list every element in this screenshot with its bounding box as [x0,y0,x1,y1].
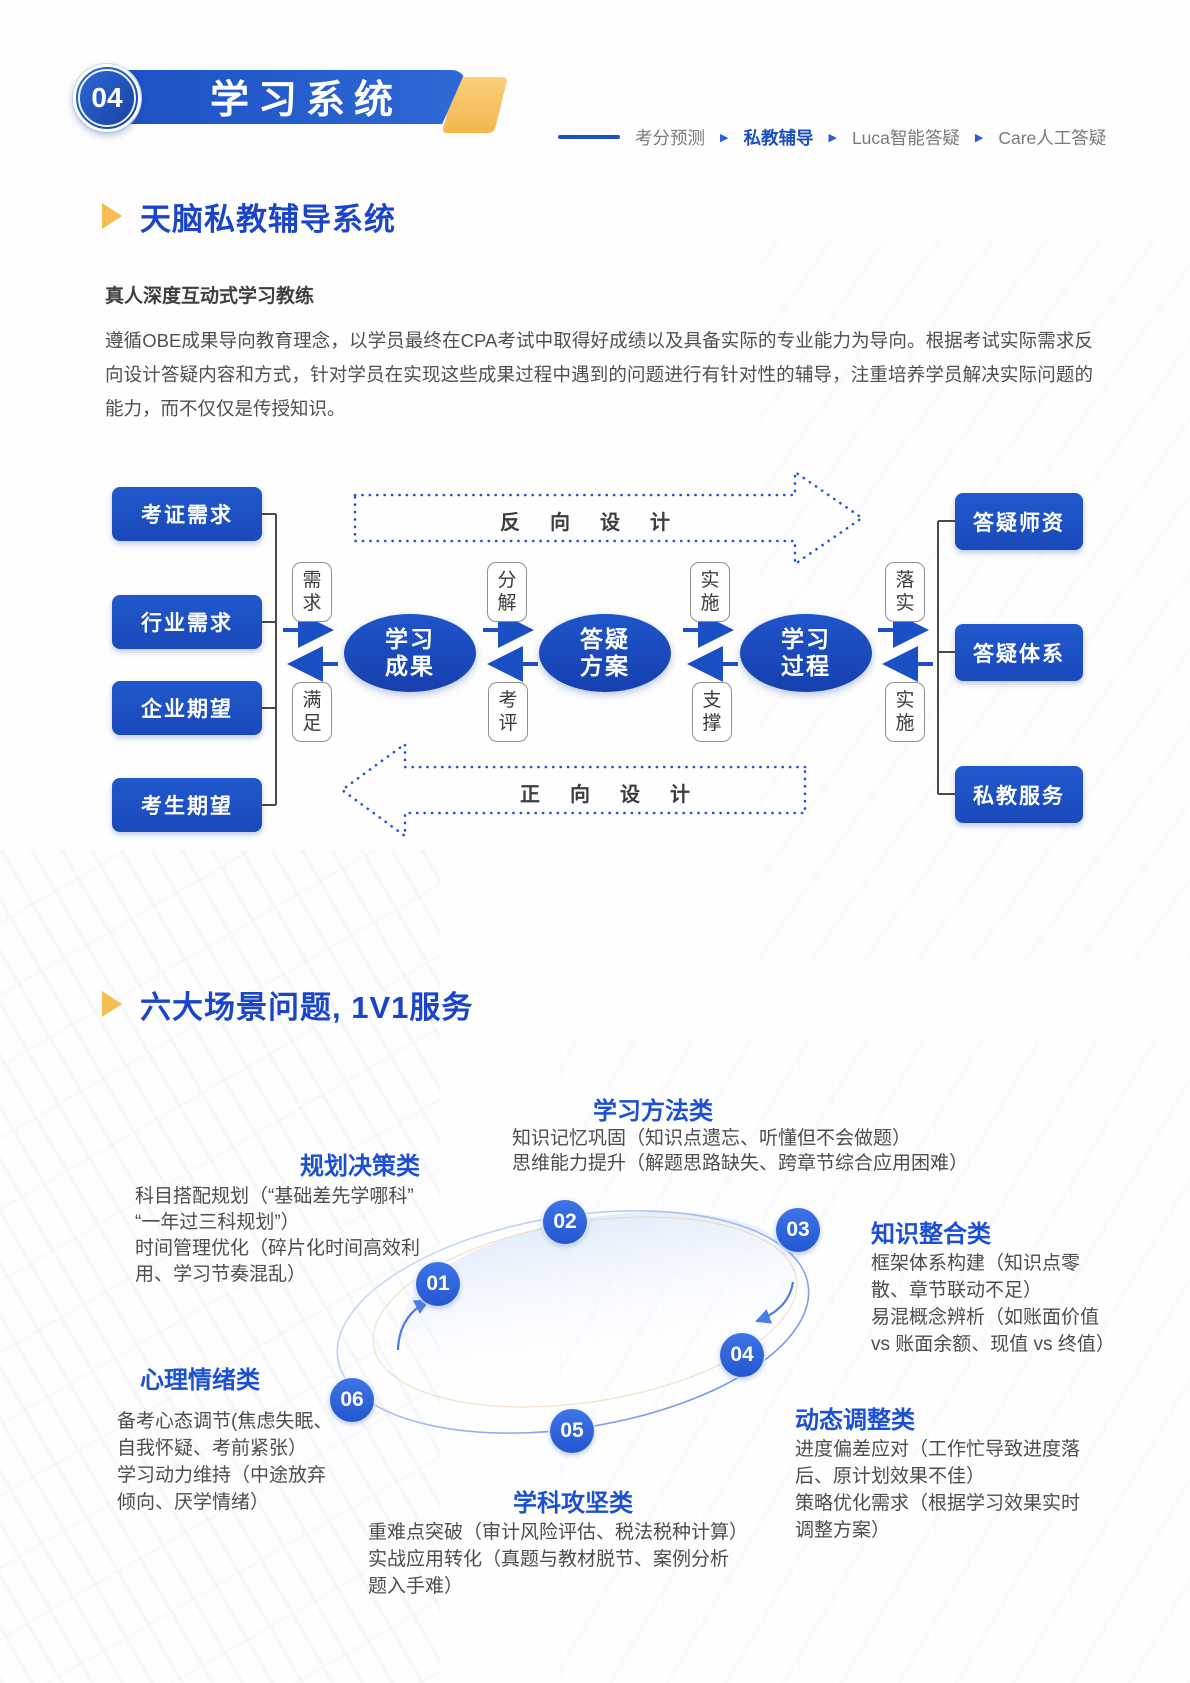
flow-label-decompose: 分解 [487,562,527,622]
flow-label-carry-out: 落实 [885,562,925,622]
breadcrumb-line [558,135,620,139]
category-name-psychology-emotion: 心理情绪类 [140,1367,260,1394]
flow-right-box-qa-teachers: 答疑师资 [955,493,1083,550]
scene-number-03: 03 [776,1208,820,1252]
flow-label-satisfy: 满足 [292,682,332,742]
flow-forward-design-label: 正向设计 [520,784,720,806]
breadcrumb: 考分预测 ▶ 私教辅导 ▶ Luca智能答疑 ▶ Care人工答疑 [558,122,1106,152]
category-name-study-methods: 学习方法类 [593,1098,713,1125]
breadcrumb-item-care-qa[interactable]: Care人工答疑 [998,127,1107,148]
page-title: 学习系统 [209,79,402,122]
category-desc-dynamic-adjustment: 进度偏差应对（工作忙导致进度落 后、原计划效果不佳） 策略优化需求（根据学习效果… [795,1439,1081,1541]
category-desc-psychology-emotion: 备考心态调节(焦虑失眠、 自我怀疑、考前紧张） 学习动力维持（中途放弃 倾向、厌… [117,1411,333,1513]
category-desc-subject-breakthrough: 重难点突破（审计风险评估、税法税种计算） 实战应用转化（真题与教材脱节、案例分析… [368,1522,749,1597]
scene-number-02: 02 [543,1200,587,1244]
category-desc-planning-decision: 科目搭配规划（“基础差先学哪科” “一年过三科规划”） 时间管理优化（碎片化时间… [135,1186,421,1285]
section1-paragraph: 遵循OBE成果导向教育理念，以学员最终在CPA考试中取得好成绩以及具备实际的专业… [105,330,1093,419]
breadcrumb-item-luca-qa[interactable]: Luca智能答疑 [851,127,960,148]
section-number: 04 [78,69,136,127]
chevron-right-icon: ▶ [974,131,984,144]
section1-arrow-icon [102,203,122,229]
flow-label-need: 需求 [292,562,332,622]
flow-oval-learning-outcome: 学习 成果 [344,614,476,692]
flow-left-box-enterprise-expectation: 企业期望 [112,681,262,735]
chevron-right-icon: ▶ [828,131,837,144]
flow-label-execute: 实施 [885,682,925,742]
scene-number-05: 05 [550,1409,594,1453]
category-desc-study-methods: 知识记忆巩固（知识点遗忘、听懂但不会做题） 思维能力提升（解题思路缺失、跨章节综… [512,1128,969,1174]
section1-subtitle: 真人深度互动式学习教练 [105,286,315,307]
flow-reverse-design-label: 反向设计 [500,512,700,534]
flow-left-box-certification-need: 考证需求 [112,487,262,541]
scene-number-06: 06 [330,1378,374,1422]
section2-arrow-icon [102,991,122,1017]
scene-number-04: 04 [720,1333,764,1377]
flow-right-box-private-service: 私教服务 [955,766,1083,823]
flow-label-assess: 考评 [488,682,528,742]
chevron-right-icon: ▶ [720,131,729,144]
category-name-dynamic-adjustment: 动态调整类 [795,1407,915,1434]
breadcrumb-item-score-forecast[interactable]: 考分预测 [635,127,705,148]
flow-left-box-industry-need: 行业需求 [112,595,262,649]
flow-right-box-qa-system: 答疑体系 [955,624,1083,681]
scene-number-01: 01 [416,1262,460,1306]
flow-oval-learning-process: 学习 过程 [740,614,872,692]
category-desc-knowledge-integration: 框架体系构建（知识点零 散、章节联动不足） 易混概念辨析（如账面价值 vs 账面… [871,1253,1115,1355]
breadcrumb-item-private-tutoring[interactable]: 私教辅导 [743,127,814,148]
page-title-banner: 学习系统 [100,70,466,124]
category-name-knowledge-integration: 知识整合类 [871,1221,991,1248]
flow-left-box-candidate-expectation: 考生期望 [112,778,262,832]
flow-oval-qa-plan: 答疑 方案 [539,614,671,692]
category-name-planning-decision: 规划决策类 [300,1153,420,1180]
section2-title: 六大场景问题, 1V1服务 [140,990,474,1025]
flow-label-implement: 实施 [690,562,730,622]
section1-title: 天脑私教辅导系统 [140,202,396,237]
section-number-badge: 04 [73,64,141,132]
flow-label-support: 支撑 [692,682,732,742]
category-name-subject-breakthrough: 学科攻坚类 [513,1490,633,1517]
